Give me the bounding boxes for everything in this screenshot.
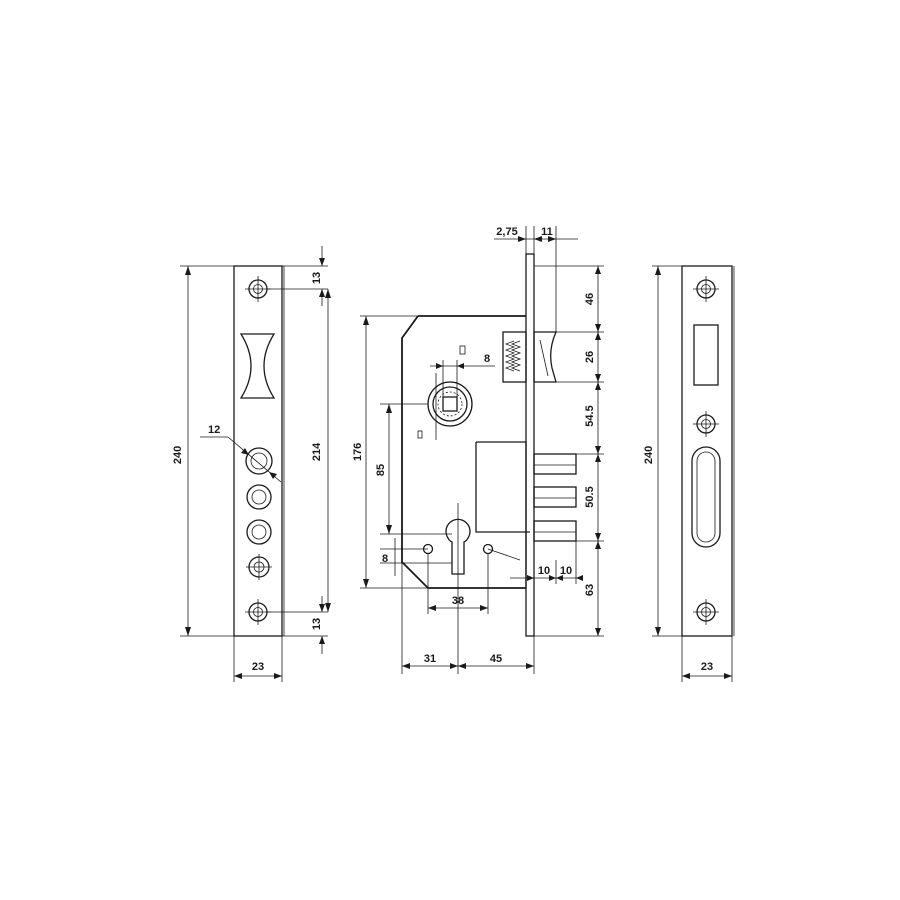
strike-plate-front-view: [681, 265, 735, 637]
dim-8-left: 8: [382, 553, 388, 565]
dim-strike-23: 23: [701, 661, 713, 673]
dim-54-5: 54.5: [584, 405, 596, 426]
strike-plate-outline: [681, 265, 733, 637]
strike-latch-opening: [693, 324, 719, 386]
bolt-hole-1: [245, 447, 273, 475]
dim-85: 85: [375, 464, 387, 476]
dim-left-13-bottom: 13: [311, 618, 323, 630]
dim-strike-240: 240: [643, 446, 655, 464]
indicator-slot: [459, 345, 466, 355]
deadbolt-2: [533, 486, 577, 508]
bolt-hole-3: [246, 519, 272, 545]
strike-bolt-slot: [691, 446, 721, 548]
strike-plate-dimensions: 240 23: [643, 265, 733, 682]
dim-63: 63: [584, 584, 596, 596]
lock-body-dimensions: 2,75 11 46 26 54.5 50.5 63 176 85 8: [352, 226, 604, 674]
latch-bolt: [502, 331, 557, 383]
dim-left-23: 23: [252, 661, 264, 673]
dim-left-240: 240: [172, 446, 184, 464]
latch-slot: [239, 333, 276, 399]
dim-31: 31: [424, 653, 436, 665]
dim-10-b: 10: [560, 565, 572, 577]
faceplate-middle-screw-hole: [246, 554, 272, 580]
spindle-hub: [427, 373, 473, 440]
strike-middle-screw-hole: [693, 411, 719, 437]
dim-50-5: 50.5: [584, 486, 596, 507]
dim-8-spindle: 8: [484, 353, 490, 365]
faceplate-front-view: [233, 265, 285, 637]
strike-bottom-screw-hole: [693, 599, 719, 625]
faceplate-dimensions: 240 13 214 13 23 12: [172, 246, 331, 682]
euro-cylinder-cutout: [445, 518, 471, 575]
dim-176: 176: [352, 443, 364, 461]
strike-top-screw-hole: [693, 276, 719, 302]
dim-left-214: 214: [311, 442, 323, 461]
faceplate-outline: [233, 265, 283, 637]
dim-45: 45: [490, 653, 502, 665]
dim-46: 46: [584, 293, 596, 305]
bolt-hole-2: [246, 484, 272, 510]
dim-left-12: 12: [208, 424, 220, 436]
deadbolt-housing: [475, 441, 530, 588]
dim-10-a: 10: [538, 565, 550, 577]
dim-11: 11: [541, 226, 553, 238]
deadbolt-1: [533, 453, 577, 475]
dim-26: 26: [584, 351, 596, 363]
dim-2-75: 2,75: [496, 226, 517, 238]
deadbolt-3: [533, 520, 577, 542]
case-rivet: [417, 430, 423, 439]
dim-left-13-top: 13: [311, 272, 323, 284]
